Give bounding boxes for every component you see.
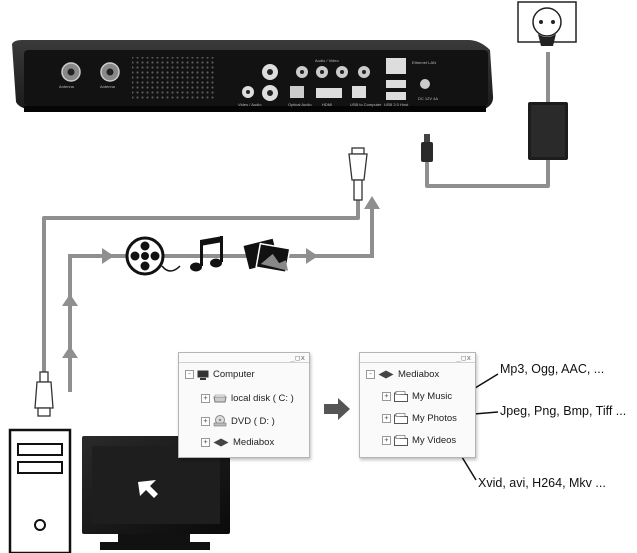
arrow-right-2-icon (306, 248, 318, 264)
tree-item-dvd[interactable]: + DVD ( D: ) (201, 415, 275, 427)
arrow-heads (62, 196, 380, 358)
folder-icon (394, 413, 408, 424)
hdmi-port-icon (316, 88, 342, 98)
power-plug-icon (421, 134, 433, 162)
mediabox-icon (378, 370, 394, 379)
photos-icon (243, 238, 291, 274)
music-note-icon (190, 236, 223, 272)
arrow-right-1-icon (102, 248, 114, 264)
collapse-icon[interactable]: - (185, 370, 194, 379)
usb-cable (42, 200, 360, 380)
tree-item-local-disk[interactable]: + local disk ( C: ) (201, 393, 294, 404)
port-label: Optical Audio (288, 102, 312, 107)
tree-item-mediabox[interactable]: + Mediabox (201, 437, 274, 448)
explorer-window-computer: _□x - Computer + local disk ( C: ) + DVD… (178, 352, 310, 458)
tree-root-mediabox[interactable]: - Mediabox (366, 369, 439, 380)
rca-ports-icon (242, 64, 370, 101)
tree-item-my-music[interactable]: + My Music (382, 391, 452, 402)
expand-icon[interactable]: + (201, 416, 210, 426)
tree-label: local disk ( C: ) (231, 393, 294, 404)
expand-icon[interactable]: + (201, 394, 210, 403)
port-label: DC 12V 4A (418, 96, 438, 101)
optical-port-icon (290, 86, 304, 98)
film-reel-icon (125, 236, 181, 276)
arrow-up-1-icon (62, 294, 78, 306)
mediabox-device: Antenna Antenna Audio / Video Video / Au… (12, 40, 494, 112)
power-cable (425, 158, 550, 188)
port-label: Ethernet LAN (412, 60, 436, 65)
expand-icon[interactable]: + (382, 392, 391, 401)
tree-label: Mediabox (233, 437, 275, 448)
tree-label: DVD ( D: ) (231, 415, 275, 427)
expand-icon[interactable]: + (201, 438, 210, 447)
folder-icon (394, 435, 408, 446)
expand-icon[interactable]: + (382, 414, 391, 423)
hard-disk-icon (213, 394, 227, 403)
usb-device-port-icon (352, 86, 366, 98)
ethernet-port-icon (386, 58, 406, 74)
usb-plug-pc-icon (34, 371, 54, 417)
tree-label: My Photos (412, 413, 457, 424)
antenna-port-icon (61, 62, 120, 82)
tree-root-computer[interactable]: - Computer (185, 369, 255, 380)
arrow-right-icon (324, 398, 350, 420)
window-controls-icon[interactable]: _□x (290, 354, 306, 362)
port-label: HDMI (322, 102, 332, 107)
tree-label: My Videos (412, 435, 457, 446)
usb-host-port-icon (386, 80, 406, 88)
port-label: USB 2.0 Host (384, 102, 409, 107)
music-formats-label: Mp3, Ogg, AAC, ... (500, 362, 605, 376)
video-formats-label: Xvid, avi, H264, Mkv ... (478, 476, 606, 490)
explorer-window-mediabox: _□x - Mediabox + My Music + My Photos + … (359, 352, 476, 458)
tree-item-my-photos[interactable]: + My Photos (382, 413, 457, 424)
tree-label: Mediabox (398, 369, 440, 380)
tree-label: My Music (412, 391, 453, 402)
photo-formats-label: Jpeg, Png, Bmp, Tiff ... (500, 404, 627, 418)
computer-icon (197, 370, 209, 380)
window-titlebar: _□x (179, 353, 309, 363)
computer-tower-icon (8, 428, 72, 553)
arrow-up-3-icon (364, 196, 380, 209)
arrow-up-2-icon (62, 346, 78, 358)
window-titlebar: _□x (360, 353, 475, 363)
tree-label: Computer (213, 369, 255, 380)
cables (42, 52, 550, 380)
dvd-drive-icon (213, 415, 227, 427)
mediabox-icon (213, 438, 229, 447)
tree-item-my-videos[interactable]: + My Videos (382, 435, 456, 446)
vent-grill (132, 57, 214, 101)
folder-icon (394, 391, 408, 402)
usb-plug-top-icon (348, 147, 368, 201)
cursor-arrow-icon (138, 480, 158, 498)
port-label: Antenna (59, 84, 75, 89)
port-label: USB to Computer (350, 102, 382, 107)
port-label: Antenna (100, 84, 116, 89)
expand-icon[interactable]: + (382, 436, 391, 445)
port-label: Audio / Video (315, 58, 339, 63)
collapse-icon[interactable]: - (366, 370, 375, 379)
power-adapter-icon (528, 102, 568, 160)
window-controls-icon[interactable]: _□x (456, 354, 472, 362)
wall-socket-icon (517, 1, 577, 46)
monitor-icon (82, 436, 230, 550)
port-label: Video / Audio (238, 102, 262, 107)
power-jack-icon (420, 79, 430, 89)
